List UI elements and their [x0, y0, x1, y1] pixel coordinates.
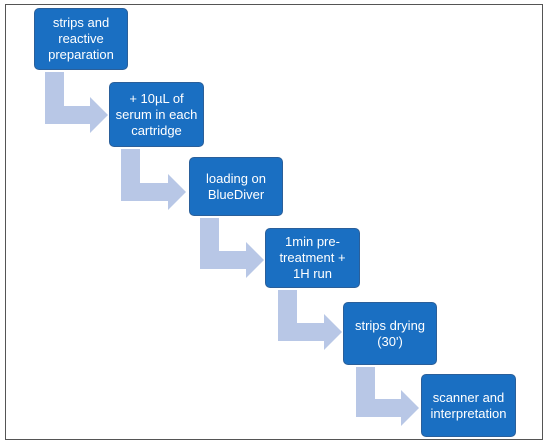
arrow-5-to-6 [356, 367, 419, 426]
step-scanner-interpretation: scanner and interpretation [421, 374, 516, 437]
step-serum-loading: + 10µL of serum in each cartridge [109, 82, 204, 147]
diagram-frame [5, 4, 543, 440]
arrow-1-to-2 [45, 72, 108, 133]
arrow-2-to-3 [121, 149, 186, 210]
step-loading-bluediver: loading on BlueDiver [189, 157, 283, 216]
step-strips-preparation: strips and reactive preparation [34, 8, 128, 70]
step-strips-drying: strips drying (30') [343, 302, 437, 365]
arrow-3-to-4 [200, 218, 264, 278]
arrow-4-to-5 [278, 290, 342, 350]
step-pretreatment-run: 1min pre- treatment + 1H run [265, 228, 360, 288]
